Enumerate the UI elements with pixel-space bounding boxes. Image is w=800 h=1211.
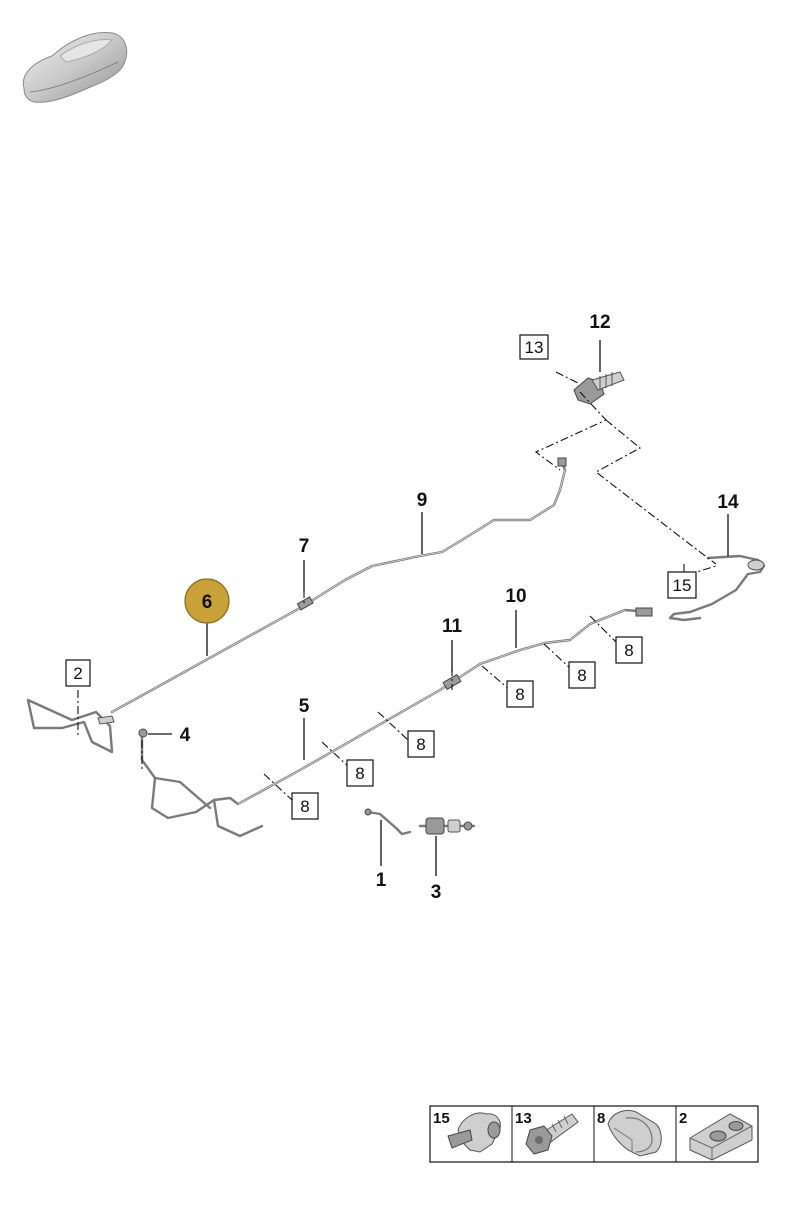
union-fitting-7[interactable] [296,596,314,611]
callout-10[interactable]: 10 [505,586,526,607]
bolt-13-icon [525,1113,579,1155]
clip-15-icon [447,1112,501,1153]
svg-text:8: 8 [577,666,586,685]
parts-legend: 15 13 8 2 [429,1105,759,1163]
svg-text:15: 15 [673,576,692,595]
union-fitting-11[interactable] [442,673,462,691]
callout-numbers: 12 14 9 7 10 11 5 4 1 3 [180,312,739,903]
svg-text:2: 2 [679,1110,687,1127]
callout-11[interactable]: 11 [442,616,463,637]
legend-item-2[interactable]: 2 [679,1110,753,1161]
callout-12[interactable]: 12 [589,312,610,333]
svg-text:2: 2 [73,664,82,683]
box-ref-8[interactable]: 8 [346,759,374,787]
brake-line-upper[interactable] [26,457,567,754]
box-ref-15[interactable]: 15 [667,571,697,599]
callout-9[interactable]: 9 [417,490,428,511]
callout-7[interactable]: 7 [299,536,310,557]
connector-12[interactable] [573,371,625,405]
brake-line-lower[interactable] [138,607,653,838]
legend-item-8[interactable]: 8 [597,1110,662,1157]
callout-4[interactable]: 4 [180,725,191,746]
box-ref-8[interactable]: 8 [506,680,534,708]
callout-14[interactable]: 14 [717,492,739,513]
holder-2-icon [689,1113,753,1161]
assembly-lines [77,371,717,801]
box-ref-13[interactable]: 13 [519,334,549,360]
box-ref-8[interactable]: 8 [615,636,643,664]
bracket-left-fitting [97,715,115,725]
svg-text:8: 8 [597,1110,605,1127]
box-ref-2[interactable]: 2 [65,659,91,687]
clamp-8-icon [607,1110,662,1157]
brake-hose-14[interactable] [668,554,766,622]
legend-item-15[interactable]: 15 [433,1110,501,1153]
brake-pipe-1[interactable] [364,808,412,836]
svg-text:8: 8 [300,797,309,816]
svg-text:8: 8 [624,641,633,660]
svg-text:8: 8 [416,735,425,754]
car-silhouette-icon [22,31,128,103]
box-ref-8[interactable]: 8 [291,792,319,820]
box-ref-8[interactable]: 8 [568,661,596,689]
svg-text:8: 8 [355,764,364,783]
svg-text:6: 6 [202,592,213,613]
callout-1[interactable]: 1 [376,870,387,891]
end-fitting-upper [557,457,567,467]
box-ref-8[interactable]: 8 [407,730,435,758]
callout-6-highlighted[interactable]: 6 [184,578,230,624]
svg-text:13: 13 [525,338,544,357]
end-fitting-lower [635,607,653,617]
brake-hose-3[interactable] [418,817,476,835]
callout-3[interactable]: 3 [431,882,442,903]
svg-text:15: 15 [433,1110,450,1127]
svg-text:8: 8 [515,685,524,704]
leader-lines [148,340,729,876]
end-fitting-4 [138,728,148,738]
callout-5[interactable]: 5 [299,696,310,717]
legend-item-13[interactable]: 13 [515,1110,579,1155]
svg-text:13: 13 [515,1110,532,1127]
boxed-references: 13 15 2 8 8 8 8 8 [65,334,697,820]
